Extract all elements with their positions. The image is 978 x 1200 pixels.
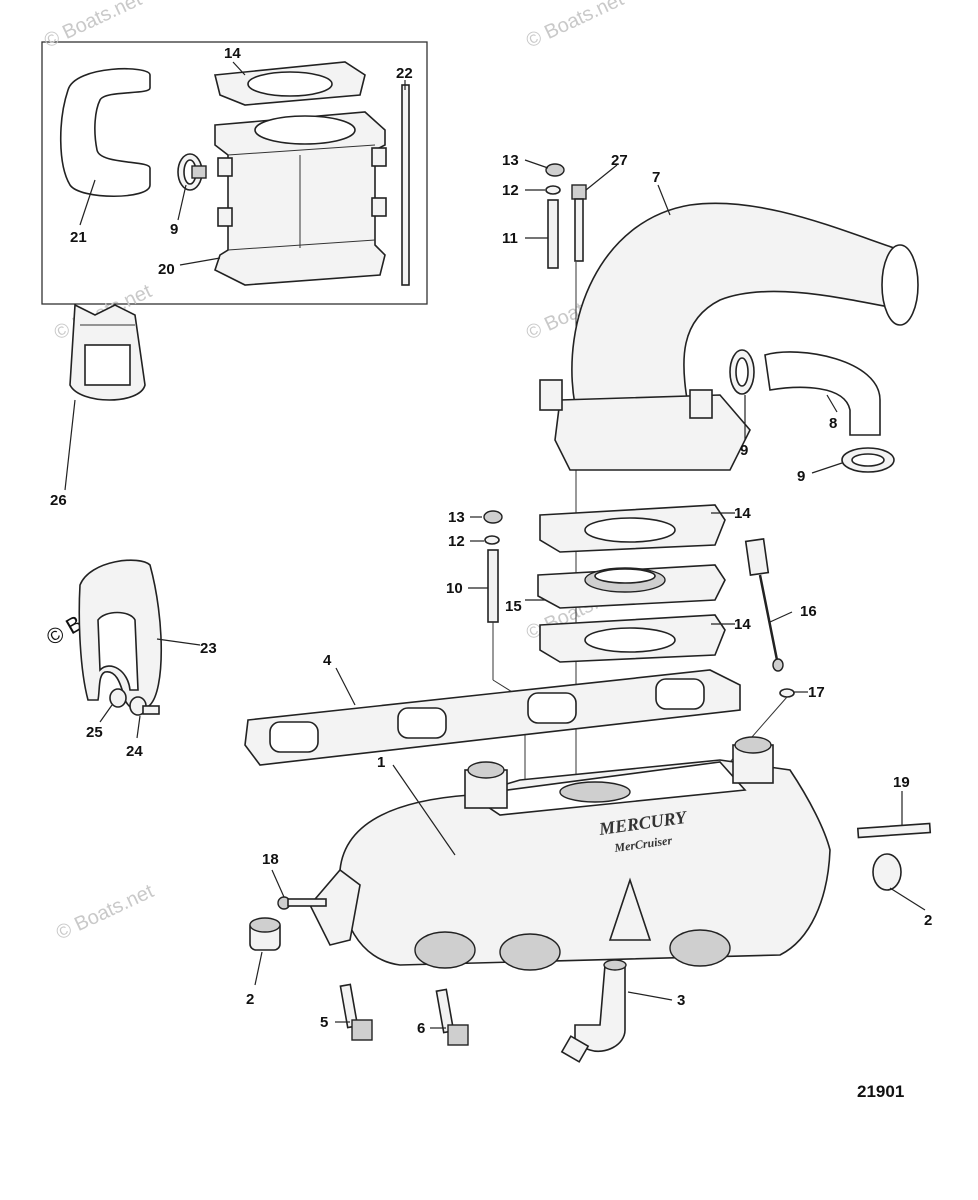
part-10-stud <box>487 549 499 623</box>
callout-1: 1 <box>377 754 385 771</box>
callout-12: 12 <box>502 182 519 199</box>
callout-17: 17 <box>808 684 825 701</box>
callout-26: 26 <box>50 492 67 509</box>
callout-16: 16 <box>800 603 817 620</box>
part-27-bolt <box>571 184 587 262</box>
inset-frame <box>41 41 428 305</box>
callout-5: 5 <box>320 1014 328 1031</box>
watermark: © Boats.net <box>53 880 158 944</box>
callout-22: 22 <box>396 65 413 82</box>
callout-10: 10 <box>446 580 463 597</box>
callout-2: 2 <box>246 991 254 1008</box>
callout-13: 13 <box>448 509 465 526</box>
part-12-washer-lower <box>484 535 500 545</box>
part-13-nut-top <box>545 163 565 177</box>
part-24-screw <box>129 696 160 716</box>
part-22-stud <box>401 84 410 286</box>
callout-12: 12 <box>448 533 465 550</box>
part-14-gasket-inset <box>213 61 366 106</box>
callout-8: 8 <box>829 415 837 432</box>
part-3-elbow-fitting <box>560 959 627 1063</box>
part-15-gasket-spacer <box>537 564 726 609</box>
part-7-exhaust-elbow <box>539 202 919 471</box>
part-4-manifold-gasket <box>244 669 741 766</box>
part-9-clamp-inset <box>177 153 207 191</box>
part-2-plug-left <box>249 917 281 951</box>
part-5-bolt <box>339 983 373 1041</box>
callout-25: 25 <box>86 724 103 741</box>
callout-19: 19 <box>893 774 910 791</box>
callout-14: 14 <box>224 45 241 62</box>
part-21-hose <box>59 67 151 197</box>
callout-20: 20 <box>158 261 175 278</box>
watermark: © Boats.net <box>41 0 146 53</box>
callout-9: 9 <box>170 221 178 238</box>
callout-27: 27 <box>611 152 628 169</box>
callout-13: 13 <box>502 152 519 169</box>
callout-9: 9 <box>797 468 805 485</box>
callout-14: 14 <box>734 616 751 633</box>
callout-2: 2 <box>924 912 932 929</box>
watermark: © Boats.net <box>523 0 628 53</box>
part-23-mounting-bracket <box>78 559 162 712</box>
part-16-temperature-sensor <box>744 538 784 672</box>
callout-9: 9 <box>740 442 748 459</box>
callout-4: 4 <box>323 652 332 669</box>
callout-21: 21 <box>70 229 87 246</box>
callout-23: 23 <box>200 640 217 657</box>
callout-3: 3 <box>677 992 685 1009</box>
callout-18: 18 <box>262 851 279 868</box>
part-14-gasket-upper <box>539 504 726 553</box>
part-26-exhaust-cap <box>69 303 146 401</box>
part-25-washer <box>109 688 127 708</box>
part-19-stud <box>856 822 932 839</box>
part-1-exhaust-manifold: MERCURY MerCruiser <box>309 736 831 971</box>
part-6-bolt <box>435 988 469 1046</box>
part-9-clamp-lower <box>841 447 895 473</box>
part-20-exhaust-block <box>214 111 387 286</box>
callout-7: 7 <box>652 169 660 186</box>
part-2-plug-right <box>872 853 902 891</box>
callout-6: 6 <box>417 1020 425 1037</box>
part-8-hose <box>764 351 881 436</box>
callout-15: 15 <box>505 598 522 615</box>
callout-11: 11 <box>502 230 518 247</box>
callout-24: 24 <box>126 743 143 760</box>
figure-number: 21901 <box>857 1082 904 1101</box>
part-9-clamp-elbow <box>729 349 755 395</box>
part-13-nut-lower <box>483 510 503 524</box>
part-17-o-ring <box>779 688 795 698</box>
part-11-stud <box>547 199 559 269</box>
part-14-gasket-lower <box>539 614 726 663</box>
leader-lines <box>64 61 926 1029</box>
callout-14: 14 <box>734 505 751 522</box>
part-12-washer-top <box>545 185 561 195</box>
